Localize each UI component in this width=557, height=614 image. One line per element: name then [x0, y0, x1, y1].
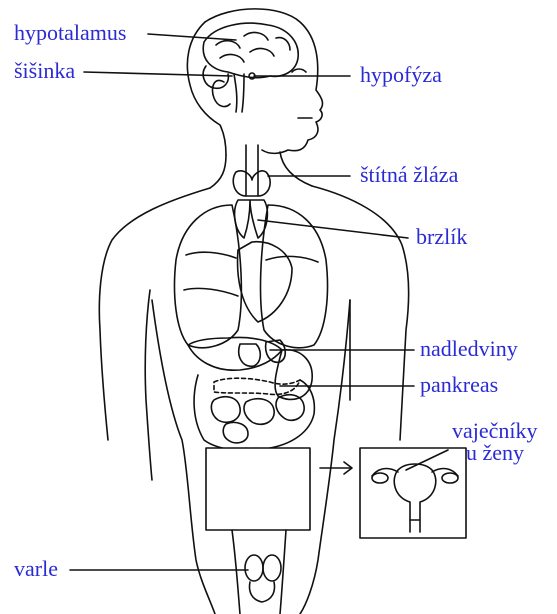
brainstem — [234, 74, 237, 112]
label-varle: varle — [14, 558, 58, 580]
testis-right — [263, 555, 281, 581]
label-sisinka: šišinka — [14, 60, 75, 82]
ovary-left — [372, 473, 388, 483]
thyroid — [233, 171, 270, 196]
label-hypotalamus: hypotalamus — [14, 22, 126, 44]
left-arm-inner — [145, 290, 152, 480]
adrenal-kidney-left — [239, 344, 261, 366]
inset-box — [360, 448, 466, 538]
label-stitna-zlaza: štítná žláza — [360, 164, 458, 186]
small-intestine-2 — [244, 399, 274, 425]
label-brzlik: brzlík — [416, 226, 467, 248]
ear — [212, 80, 230, 106]
neck-right — [280, 152, 312, 186]
ovary-right — [442, 473, 458, 483]
eye — [292, 69, 306, 72]
right-shoulder — [312, 186, 409, 440]
neck-left — [210, 155, 226, 188]
heart — [238, 242, 292, 322]
testis-left — [245, 555, 263, 581]
label-pankreas: pankreas — [420, 374, 498, 396]
small-intestine-4 — [223, 422, 248, 442]
label-u-zeny: u ženy — [466, 442, 524, 464]
brain — [203, 23, 298, 78]
label-vajecniky: vaječníky — [452, 420, 538, 442]
stomach — [275, 350, 312, 400]
label-nadledviny: nadledviny — [420, 338, 518, 360]
label-hypofyza: hypofýza — [360, 64, 442, 86]
cervix — [410, 520, 420, 532]
left-thigh — [232, 530, 240, 614]
small-intestine-3 — [276, 395, 304, 421]
leader-sisinka — [84, 72, 232, 76]
uterus — [394, 464, 436, 520]
trachea — [246, 145, 258, 196]
thymus — [235, 200, 268, 238]
small-intestine-1 — [211, 397, 240, 423]
pelvis-box — [206, 448, 310, 530]
left-lung — [175, 205, 242, 348]
